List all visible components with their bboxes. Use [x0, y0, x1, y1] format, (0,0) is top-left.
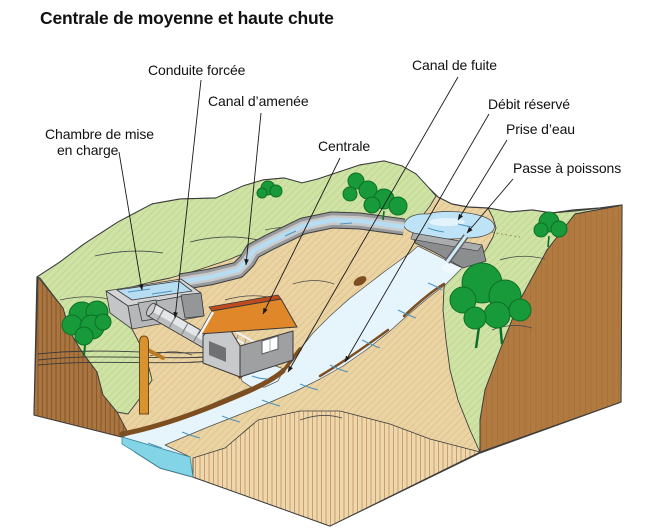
leader-centrale — [262, 157, 341, 315]
leader-lines — [118, 76, 514, 373]
tree-cluster-mid — [342, 172, 408, 221]
label-debit-reserve: Débit réservé — [488, 96, 570, 112]
leader-fuite — [287, 76, 459, 373]
label-prise-eau: Prise d’eau — [506, 121, 575, 137]
pond-highlight — [429, 218, 465, 226]
leader-prise — [457, 139, 508, 221]
leader-passe — [466, 178, 514, 234]
leader-debit — [344, 113, 490, 363]
trees — [61, 172, 568, 357]
weir-dam — [410, 232, 487, 274]
bush-right — [533, 211, 568, 248]
roof-front-slope — [198, 298, 298, 335]
leader-conduite — [173, 79, 202, 319]
penstock-pipe — [137, 299, 259, 353]
weir-spill — [440, 262, 462, 274]
tree-right-large — [449, 262, 532, 349]
leader-amenee — [244, 112, 262, 266]
label-chambre-de-mise-en-charge-2: en charge — [57, 142, 119, 158]
power-pole — [139, 335, 165, 415]
tree-left — [61, 300, 112, 357]
water-current-lines — [147, 223, 473, 449]
fish-pass — [444, 234, 469, 264]
right-cliff-face — [479, 204, 623, 453]
powerhouse-building — [198, 294, 298, 378]
river-banks — [119, 282, 446, 437]
front-cut-face — [192, 410, 481, 527]
bush-top — [256, 180, 283, 199]
label-chambre-de-mise-en-charge-1: Chambre de mise — [45, 126, 154, 142]
label-centrale: Centrale — [318, 138, 370, 154]
diagram-title: Centrale de moyenne et haute chute — [40, 8, 334, 28]
label-canal-de-fuite: Canal de fuite — [412, 57, 497, 73]
label-passe-a-poissons: Passe à poissons — [513, 160, 621, 176]
label-canal-amenee: Canal d’amenée — [208, 93, 309, 109]
bank-patch — [353, 276, 367, 286]
label-conduite-forcee: Conduite forcée — [148, 62, 246, 78]
river-cross-section — [121, 436, 194, 478]
headrace-canal — [178, 211, 406, 291]
gable-trim — [198, 311, 215, 336]
forebay-water — [116, 280, 193, 301]
penstock-inlet — [209, 341, 226, 362]
leader-chambre — [118, 151, 144, 291]
